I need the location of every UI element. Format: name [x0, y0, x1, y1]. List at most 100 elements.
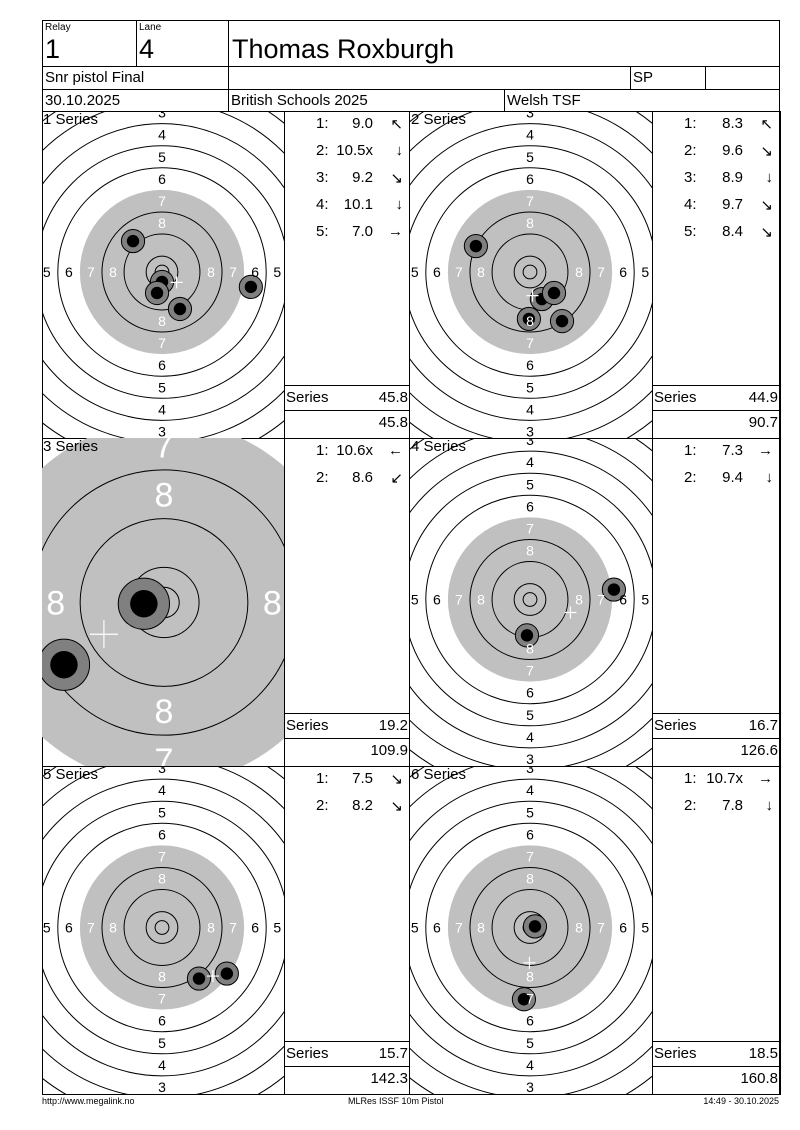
- shot-score: 9.4: [722, 469, 743, 486]
- shot-hole: [607, 583, 621, 596]
- ring-label: 5: [526, 707, 534, 723]
- ring-label: 6: [433, 592, 441, 608]
- ring-label: 5: [526, 379, 534, 395]
- ring-label: 7: [597, 264, 605, 280]
- shot-direction-arrow-icon: ↓: [765, 169, 774, 186]
- ring-label: 6: [526, 826, 534, 842]
- cumulative-total-row: 90.7: [653, 410, 779, 438]
- target-ring: [79, 518, 249, 687]
- ring-label: 7: [158, 848, 166, 864]
- ring-label: 4: [158, 127, 166, 143]
- ring-label: 8: [207, 264, 215, 280]
- ring-label: 7: [158, 335, 166, 351]
- ring-label: 7: [526, 520, 534, 536]
- shot-number: 2:: [316, 142, 329, 159]
- ring-label: 8: [158, 215, 166, 231]
- shot-direction-arrow-icon: ↘: [390, 798, 403, 815]
- ring-label: 7: [526, 335, 534, 351]
- ring-label: 8: [158, 313, 166, 329]
- ring-label: 7: [158, 991, 166, 1007]
- target-panel: 3 Series888877776666555544443333: [42, 438, 284, 766]
- shot-score: 8.3: [722, 115, 743, 132]
- cumulative-total-row: 45.8: [285, 410, 409, 438]
- ring-label: 5: [526, 804, 534, 820]
- ring-label: 8: [575, 592, 583, 608]
- ring-label: 7: [155, 742, 174, 766]
- target-ring: [57, 822, 267, 1033]
- cumulative-total-value: 126.6: [740, 742, 778, 759]
- relay-label: Relay: [45, 22, 71, 33]
- shot-row: 1:10.6x←: [285, 442, 409, 462]
- shot-number: 2:: [316, 469, 329, 486]
- ring-label: 7: [229, 264, 237, 280]
- footer-url[interactable]: http://www.megalink.no: [42, 1096, 135, 1106]
- event-name: Snr pistol Final: [45, 69, 145, 86]
- ring-label: 8: [158, 969, 166, 985]
- ring-label: 7: [155, 438, 174, 466]
- shot-hole: [150, 286, 164, 300]
- divider: [42, 766, 410, 767]
- series-title: 5 Series: [43, 766, 99, 783]
- club: Welsh TSF: [507, 92, 581, 109]
- target-image: 888877776666555544443333: [410, 111, 652, 438]
- ring-label: 8: [526, 215, 534, 231]
- ring-label: 7: [597, 920, 605, 936]
- ring-label: 5: [43, 920, 51, 936]
- ring-label: 8: [526, 871, 534, 887]
- ring-label: 7: [455, 920, 463, 936]
- ring-label: 8: [526, 313, 534, 329]
- ring-label: 3: [526, 111, 534, 121]
- ring-label: 8: [109, 264, 117, 280]
- shot-direction-arrow-icon: ↓: [765, 797, 774, 814]
- shot-score: 7.5: [352, 770, 373, 787]
- series-total-value: 44.9: [748, 389, 778, 406]
- target-ring: [522, 592, 538, 607]
- shooter-name: Thomas Roxburgh: [232, 34, 455, 64]
- ring-label: 6: [526, 171, 534, 187]
- shot-direction-arrow-icon: ↘: [760, 224, 773, 241]
- ring-label: 8: [477, 264, 485, 280]
- ring-label: 6: [526, 498, 534, 514]
- ring-label: 5: [526, 1035, 534, 1051]
- shot-number: 4:: [684, 196, 697, 213]
- shot-score: 10.1: [343, 196, 373, 213]
- target-black-area: [447, 189, 613, 355]
- ring-label: 6: [251, 264, 259, 280]
- shot-direction-arrow-icon: ↖: [390, 116, 403, 133]
- group-center-cross-icon: [89, 620, 118, 649]
- target-ring: [469, 211, 591, 333]
- shot-direction-arrow-icon: ←: [388, 442, 403, 459]
- shot-hole: [244, 280, 258, 294]
- ring-label: 5: [43, 264, 51, 280]
- lane-cell: Lane 4: [136, 20, 229, 67]
- ring-label: 6: [158, 357, 166, 373]
- shot-hole: [220, 967, 234, 980]
- target-ring: [425, 494, 635, 705]
- shot-hole: [50, 650, 78, 679]
- ring-label: 4: [526, 729, 534, 745]
- target-ring: [410, 450, 652, 749]
- club-cell: Welsh TSF: [504, 89, 780, 112]
- ring-label: 4: [526, 454, 534, 470]
- ring-label: 4: [158, 401, 166, 417]
- group-center-cross-icon: [170, 276, 183, 289]
- ring-label: 4: [526, 401, 534, 417]
- ring-label: 7: [597, 592, 605, 608]
- ring-label: 5: [526, 149, 534, 165]
- target-ring: [410, 800, 652, 1055]
- target-ring: [469, 538, 591, 661]
- shot-direction-arrow-icon: ↘: [760, 143, 773, 160]
- shot-direction-arrow-icon: ↓: [765, 469, 774, 486]
- ring-label: 8: [46, 585, 65, 623]
- target-ring: [123, 233, 201, 311]
- shot-number: 2:: [684, 469, 697, 486]
- target-ring: [522, 264, 538, 280]
- ring-label: 8: [155, 476, 174, 514]
- shot-score: 9.0: [352, 115, 373, 132]
- ring-label: 5: [158, 1035, 166, 1051]
- shot-row: 5:7.0→: [285, 223, 409, 243]
